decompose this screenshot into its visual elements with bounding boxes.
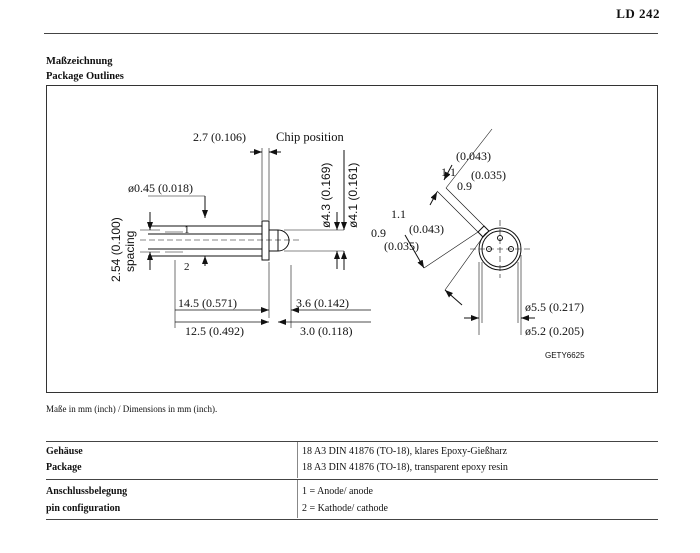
- tab-0-043-label: (0.043): [456, 149, 491, 163]
- dimension-note: Maße in mm (inch) / Dimensions in mm (in…: [46, 404, 218, 414]
- chip-position-label: Chip position: [276, 130, 344, 144]
- dim-dia-43-label: ø4.3 (0.169): [319, 163, 333, 228]
- spec-label-de: Anschlussbelegung: [46, 486, 128, 497]
- spec-label-en: Package: [46, 462, 82, 473]
- tab-0-9-label: 0.9: [457, 179, 472, 193]
- tab-1-1-label: 1.1: [441, 165, 456, 179]
- package-outline-drawing: 2.7 (0.106) Chip position ø0.45 (0.018) …: [109, 128, 585, 360]
- dim-2-7-label: 2.7 (0.106): [193, 130, 246, 144]
- dim-12-5-label: 12.5 (0.492): [185, 324, 244, 338]
- dim-3-6-label: 3.6 (0.142): [296, 296, 349, 310]
- flange: [261, 220, 270, 261]
- part-number: LD 242: [616, 6, 660, 21]
- lens-dome: [269, 229, 290, 252]
- spec-label-de: Gehäuse: [46, 446, 83, 457]
- tab2-1-1-label: 1.1: [391, 207, 406, 221]
- dim-14-5-label: 14.5 (0.571): [178, 296, 237, 310]
- spec-value-de: 18 A3 DIN 41876 (TO-18), klares Epoxy-Gi…: [302, 446, 508, 457]
- header-divider: [44, 33, 658, 34]
- pin-2-label: 2: [184, 261, 190, 273]
- tab-0-035-label: (0.035): [471, 168, 506, 182]
- table-top-rule: [46, 441, 658, 442]
- dim-dia-5-2-label: ø5.2 (0.205): [525, 324, 584, 338]
- dim-dia-41-label: ø4.1 (0.161): [346, 163, 360, 228]
- drawing-frame: [46, 85, 658, 393]
- tab2-0-043-label: (0.043): [409, 222, 444, 236]
- spacing-label: spacing: [123, 231, 137, 272]
- spec-label-en: pin configuration: [46, 503, 121, 514]
- dim-dia-5-5-label: ø5.5 (0.217): [525, 300, 584, 314]
- section-title-german: Maßzeichnung: [46, 56, 113, 67]
- spec-value-en: 2 = Kathode/ cathode: [302, 503, 388, 514]
- side-view: [140, 148, 371, 328]
- dim-2-54-label: 2.54 (0.100): [109, 217, 123, 282]
- drawing-id: GETY6625: [545, 351, 585, 360]
- spec-value-de: 1 = Anode/ anode: [302, 486, 373, 497]
- table-bottom-rule: [46, 519, 658, 520]
- tab2-0-9-label: 0.9: [371, 226, 386, 240]
- pin-1-label: 1: [184, 224, 190, 236]
- table-middle-rule: [46, 479, 658, 480]
- bottom-view: [404, 128, 535, 335]
- spec-value-en: 18 A3 DIN 41876 (TO-18), transparent epo…: [302, 462, 508, 473]
- dim-3-0-label: 3.0 (0.118): [300, 324, 353, 338]
- dim-dia-045-label: ø0.45 (0.018): [128, 181, 193, 195]
- section-title-english: Package Outlines: [46, 71, 124, 82]
- tab2-0-035-label: (0.035): [384, 239, 419, 253]
